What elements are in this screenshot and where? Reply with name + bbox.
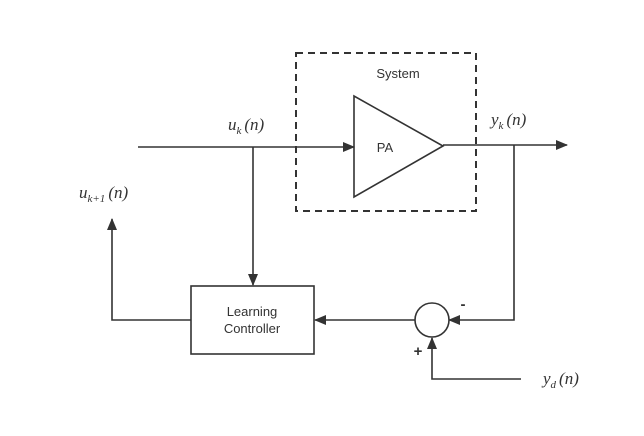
desired-signal-arg: (n) <box>559 369 579 388</box>
input-signal-base: u <box>228 115 237 134</box>
input-signal-arg: (n) <box>244 115 264 134</box>
desired-signal-label: yd(n) <box>541 369 579 391</box>
next-input-signal-sub: k+1 <box>88 193 106 205</box>
desired-signal-sub: d <box>551 379 557 391</box>
controller-label-line2: Controller <box>224 321 281 336</box>
controller-label-line1: Learning <box>227 304 278 319</box>
input-signal-sub: k <box>237 125 243 137</box>
desired-signal-line <box>427 337 521 380</box>
power-amplifier-block <box>353 94 445 199</box>
learning-controller-block <box>190 285 315 355</box>
output-signal-base: y <box>489 110 499 129</box>
next-input-signal-arg: (n) <box>108 183 128 202</box>
input-signal-label: uk(n) <box>228 115 265 137</box>
output-signal-sub: k <box>499 120 505 132</box>
plus-sign: + <box>414 343 423 360</box>
output-signal-arg: (n) <box>506 110 526 129</box>
summing-junction <box>414 302 450 338</box>
system-boundary <box>295 52 477 212</box>
system-label: System <box>376 66 419 81</box>
desired-signal-base: y <box>541 369 551 388</box>
output-feedback-line <box>448 145 515 325</box>
next-input-line <box>107 218 191 321</box>
output-signal-label: yk(n) <box>489 110 527 132</box>
next-input-signal-base: u <box>79 183 88 202</box>
amplifier-label: PA <box>377 140 394 155</box>
next-input-signal-label: uk+1(n) <box>79 183 128 205</box>
minus-sign: - <box>461 296 466 313</box>
